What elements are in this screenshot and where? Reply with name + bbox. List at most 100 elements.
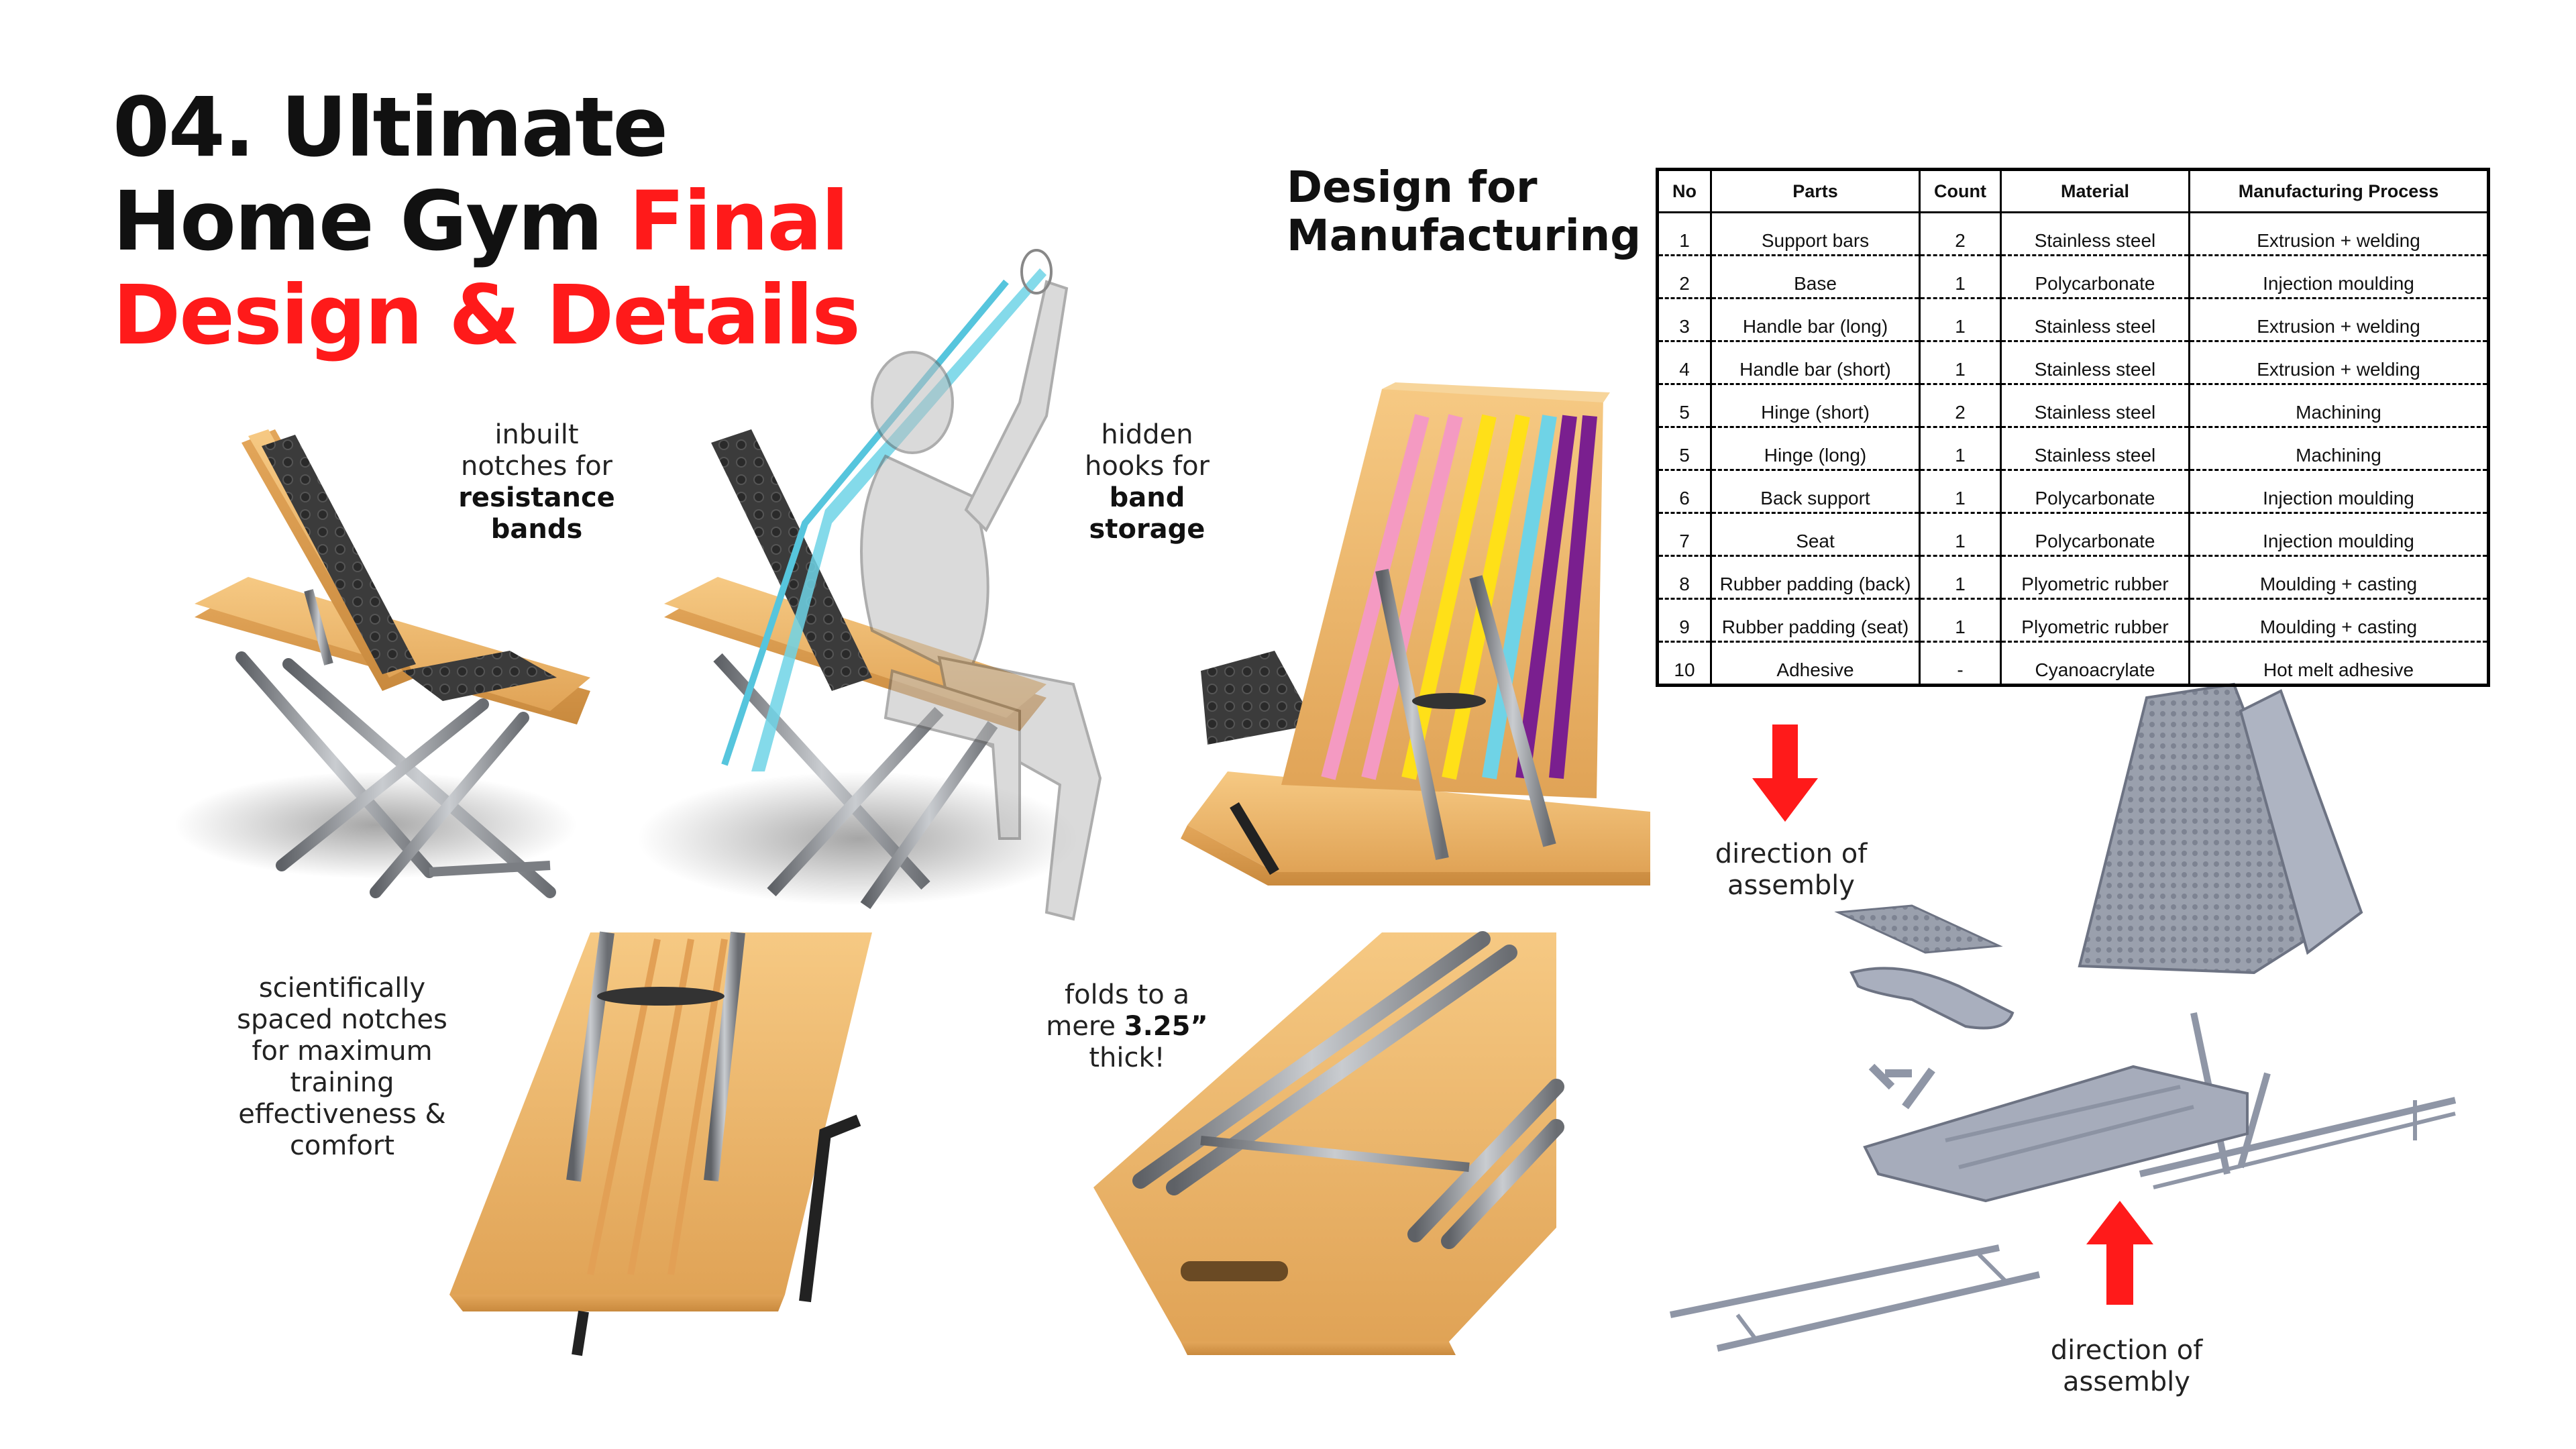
caption-line: direction of xyxy=(1715,839,1868,869)
header-parts: Parts xyxy=(1710,168,1921,213)
cell-process: Extrusion + welding xyxy=(2188,298,2489,342)
table-header-row: No Parts Count Material Manufacturing Pr… xyxy=(1656,168,2489,213)
cell-count: 1 xyxy=(1919,598,2002,643)
cell-count: 1 xyxy=(1919,470,2002,514)
cell-process: Injection moulding xyxy=(2188,255,2489,299)
caption-assembly-bottom: direction of assembly xyxy=(2033,1335,2220,1398)
cell-part: Rubber padding (seat) xyxy=(1710,598,1921,643)
cell-part: Base xyxy=(1710,255,1921,299)
title-line-2-black: Home Gym xyxy=(113,174,629,269)
arrow-up-icon xyxy=(2086,1201,2153,1305)
caption-line-bold: bands xyxy=(490,514,583,545)
cell-material: Stainless steel xyxy=(2000,298,2190,342)
caption-line-bold: storage xyxy=(1089,514,1205,545)
cell-process: Machining xyxy=(2188,427,2489,471)
cell-part: Hinge (short) xyxy=(1710,384,1921,428)
cell-process: Machining xyxy=(2188,384,2489,428)
cell-part: Rubber padding (back) xyxy=(1710,555,1921,600)
cell-material: Stainless steel xyxy=(2000,212,2190,256)
bench-render-band-storage xyxy=(1181,382,1650,885)
caption-line: mere 3.25” xyxy=(1033,1011,1221,1042)
cell-process: Injection moulding xyxy=(2188,470,2489,514)
cell-count: 1 xyxy=(1919,513,2002,557)
caption-line: comfort xyxy=(289,1130,395,1161)
header-material: Material xyxy=(2000,168,2190,213)
cell-no: 6 xyxy=(1656,470,1712,514)
caption-text-bold: 3.25” xyxy=(1124,1011,1208,1042)
exploded-assembly-view xyxy=(1670,682,2457,1352)
cell-process: Moulding + casting xyxy=(2188,598,2489,643)
cell-material: Polycarbonate xyxy=(2000,513,2190,557)
caption-line: effectiveness & xyxy=(238,1099,446,1130)
cell-no: 7 xyxy=(1656,513,1712,557)
cell-material: Plyometric rubber xyxy=(2000,598,2190,643)
parts-table: No Parts Count Material Manufacturing Pr… xyxy=(1656,168,2490,687)
cell-part: Hinge (long) xyxy=(1710,427,1921,471)
cell-part: Adhesive xyxy=(1710,641,1921,686)
cell-count: 1 xyxy=(1919,427,2002,471)
caption-line: training xyxy=(290,1067,394,1098)
cell-no: 2 xyxy=(1656,255,1712,299)
cell-no: 8 xyxy=(1656,555,1712,600)
cell-count: - xyxy=(1919,641,2002,686)
caption-line: hooks for xyxy=(1084,451,1210,482)
bench-render-notches xyxy=(174,429,590,898)
title-line-2-red: Final xyxy=(629,174,849,269)
cell-part: Seat xyxy=(1710,513,1921,557)
cell-no: 4 xyxy=(1656,341,1712,385)
bench-closeup-notches xyxy=(449,931,872,1356)
caption-line-bold: resistance xyxy=(458,482,615,513)
cell-process: Extrusion + welding xyxy=(2188,212,2489,256)
caption-line: thick! xyxy=(1089,1042,1165,1073)
dfm-heading-line-2: Manufacturing xyxy=(1287,211,1641,261)
cell-process: Moulding + casting xyxy=(2188,555,2489,600)
cell-material: Stainless steel xyxy=(2000,341,2190,385)
cell-part: Support bars xyxy=(1710,212,1921,256)
cell-count: 2 xyxy=(1919,212,2002,256)
caption-line: direction of xyxy=(2050,1335,2203,1366)
bench-render-hooks xyxy=(637,249,1102,921)
cell-count: 1 xyxy=(1919,341,2002,385)
cell-material: Plyometric rubber xyxy=(2000,555,2190,600)
cell-count: 2 xyxy=(1919,384,2002,428)
cell-part: Back support xyxy=(1710,470,1921,514)
arrow-down-icon xyxy=(1752,724,1818,822)
cell-count: 1 xyxy=(1919,555,2002,600)
caption-line: assembly xyxy=(2063,1366,2190,1397)
header-no: No xyxy=(1656,168,1712,213)
title-line-3: Design & Details xyxy=(113,268,861,363)
header-process: Manufacturing Process xyxy=(2188,168,2489,213)
cell-process: Hot melt adhesive xyxy=(2188,641,2489,686)
caption-folds: folds to a mere 3.25” thick! xyxy=(1033,979,1221,1074)
cell-no: 3 xyxy=(1656,298,1712,342)
caption-line: hidden xyxy=(1101,419,1193,450)
caption-line: inbuilt xyxy=(494,419,579,450)
page-title: 04. Ultimate Home Gym Final Design & Det… xyxy=(113,80,861,363)
cell-no: 10 xyxy=(1656,641,1712,686)
cell-part: Handle bar (long) xyxy=(1710,298,1921,342)
caption-notches: inbuilt notches for resistance bands xyxy=(429,419,644,545)
dfm-heading: Design for Manufacturing xyxy=(1287,164,1641,260)
cell-material: Polycarbonate xyxy=(2000,255,2190,299)
cell-material: Polycarbonate xyxy=(2000,470,2190,514)
dfm-heading-line-1: Design for xyxy=(1287,163,1538,213)
caption-line: scientifically xyxy=(258,973,426,1004)
cell-no: 5 xyxy=(1656,427,1712,471)
caption-line-bold: band xyxy=(1109,482,1185,513)
cell-no: 5 xyxy=(1656,384,1712,428)
header-count: Count xyxy=(1919,168,2002,213)
cell-no: 9 xyxy=(1656,598,1712,643)
cell-count: 1 xyxy=(1919,255,2002,299)
caption-line: spaced notches xyxy=(237,1004,447,1035)
